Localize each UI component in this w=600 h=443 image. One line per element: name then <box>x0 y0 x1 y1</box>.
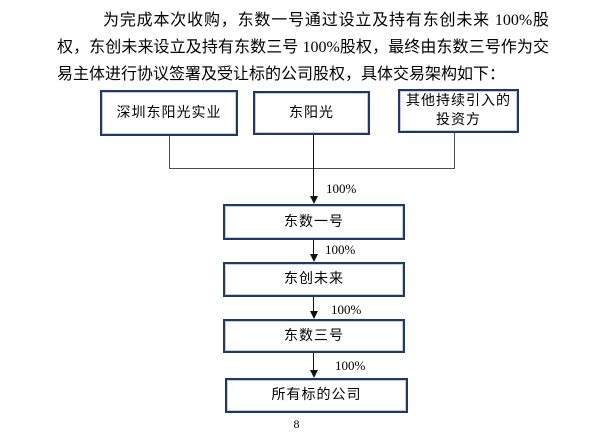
arrowhead-down-icon <box>310 370 318 378</box>
body-paragraph: 为完成本次收购，东数一号通过设立及持有东创未来 100%股权，东创未来设立及持有… <box>57 12 549 83</box>
node-dongshu-no1: 东数一号 <box>223 204 405 240</box>
node-dongyangguang: 东阳光 <box>253 91 370 135</box>
ownership-percent-label-4: 100% <box>335 358 366 373</box>
arrow-stem-4 <box>313 353 314 370</box>
arrow-stem-3 <box>313 297 314 312</box>
ownership-percent-label-3: 100% <box>331 302 362 317</box>
ownership-percent-label-2: 100% <box>325 242 356 257</box>
node-dongchuang-future: 东创未来 <box>223 262 405 297</box>
node-dongshu-no3: 东数三号 <box>223 319 405 353</box>
connector-line-right <box>454 133 455 169</box>
connector-line-horizontal <box>169 168 455 169</box>
node-other-continuing-investors: 其他持续引入的 投资方 <box>398 89 519 133</box>
node-shenzhen-dongyangguang-industrial: 深圳东阳光实业 <box>100 90 238 136</box>
arrow-stem-1 <box>313 135 314 196</box>
ownership-percent-label-1: 100% <box>326 181 357 196</box>
arrow-stem-2 <box>313 240 314 255</box>
connector-line-left <box>169 136 170 169</box>
arrowhead-down-icon <box>310 311 318 319</box>
page-number: 8 <box>293 417 300 431</box>
arrowhead-down-icon <box>310 196 318 204</box>
arrowhead-down-icon <box>310 254 318 262</box>
node-all-target-companies: 所有标的公司 <box>225 378 408 413</box>
